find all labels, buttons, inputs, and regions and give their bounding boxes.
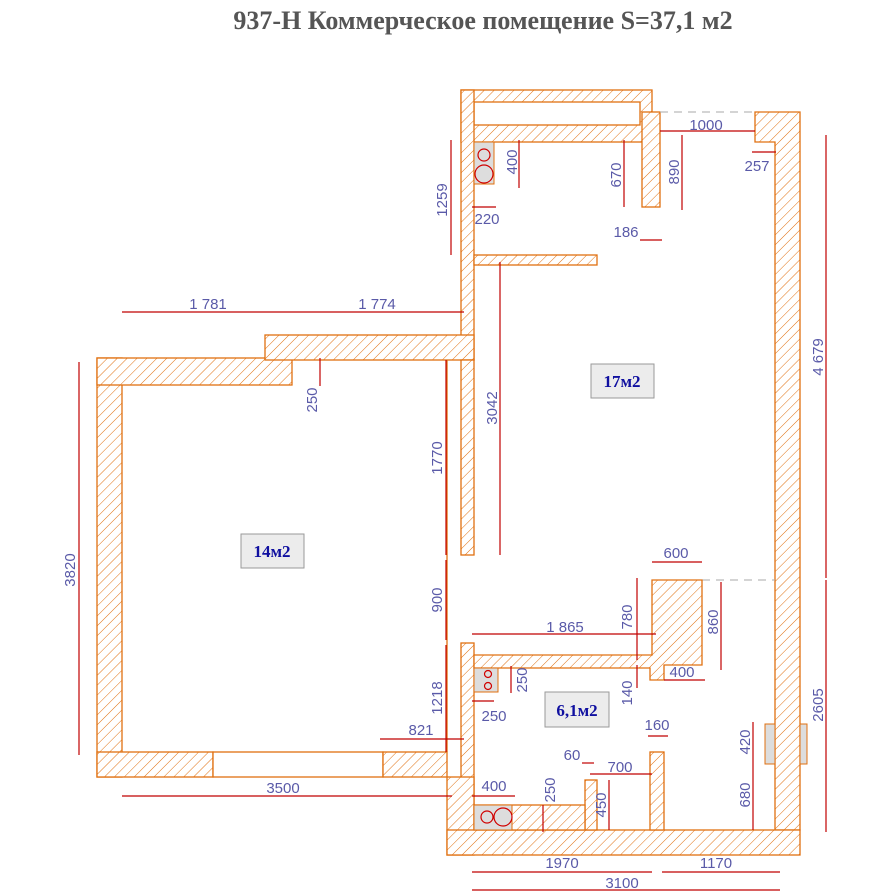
walls — [96, 89, 808, 856]
pipe-icon — [480, 810, 494, 824]
dimension-label: 1970 — [545, 855, 578, 872]
dimension-label: 250 — [304, 387, 321, 412]
wall — [460, 89, 475, 361]
dimension-label: 3820 — [62, 553, 79, 586]
partition — [460, 359, 475, 556]
pipe-icon — [477, 148, 491, 162]
dimension-label: 780 — [619, 604, 636, 629]
door-jamb — [764, 723, 776, 765]
partition — [473, 254, 598, 266]
room-area-17: 17м2 — [603, 372, 640, 391]
dimension-label: 680 — [737, 782, 754, 807]
dimension-label: 2605 — [810, 688, 827, 721]
dimension-label: 257 — [744, 158, 769, 175]
pillar — [641, 111, 661, 208]
dimension-label: 450 — [593, 792, 610, 817]
pipe-icon — [483, 669, 493, 679]
pipe-icon — [483, 681, 493, 691]
dimension-label: 900 — [429, 587, 446, 612]
dimension-label: 400 — [481, 778, 506, 795]
plan-title: 937-Н Коммерческое помещение S=37,1 м2 — [233, 6, 733, 35]
dimension-label: 140 — [619, 680, 636, 705]
fixtures — [473, 141, 513, 831]
dimension-label: 420 — [737, 729, 754, 754]
dimension-label: 186 — [613, 224, 638, 241]
dimension-labels: 1000 257 400 670 890 1259 220 186 1 781 … — [62, 117, 827, 892]
room-label-box — [544, 691, 610, 728]
dimension-label: 1 781 — [189, 296, 227, 313]
dimension-label: 3042 — [484, 391, 501, 424]
wall — [754, 111, 801, 831]
dimension-label: 1259 — [434, 183, 451, 216]
dimension-label: 1770 — [429, 441, 446, 474]
dimension-label: 3500 — [266, 780, 299, 797]
dimension-label: 250 — [481, 708, 506, 725]
dimension-label: 890 — [666, 159, 683, 184]
room-label-box — [240, 533, 305, 569]
dimension-label: 60 — [564, 747, 581, 764]
pipe-icon — [474, 164, 494, 184]
dimension-label: 600 — [663, 545, 688, 562]
wall — [96, 357, 293, 386]
room-label-box — [590, 363, 655, 399]
dimension-label: 4 679 — [810, 338, 827, 376]
opening — [212, 751, 384, 778]
dimension-label: 860 — [705, 609, 722, 634]
dimension-label: 1000 — [689, 117, 722, 134]
wall — [96, 751, 214, 778]
room-area-14: 14м2 — [253, 542, 290, 561]
dimension-label: 1 865 — [546, 619, 584, 636]
door-jamb — [799, 723, 808, 765]
pillar — [649, 751, 665, 831]
dimension-label: 821 — [408, 722, 433, 739]
dimension-label: 1170 — [700, 855, 732, 872]
dimension-label: 1 774 — [358, 296, 396, 313]
dimension-lines — [78, 130, 827, 891]
dimension-label: 400 — [504, 149, 521, 174]
pipe-icon — [493, 807, 513, 827]
wall — [446, 829, 801, 856]
wall — [473, 579, 703, 681]
wall — [96, 357, 123, 778]
wall — [382, 751, 448, 778]
wall — [264, 334, 475, 361]
dimension-label: 160 — [644, 717, 669, 734]
dimension-label: 250 — [542, 777, 559, 802]
dimension-label: 670 — [608, 162, 625, 187]
dimension-label: 400 — [669, 664, 694, 681]
dimension-label: 220 — [474, 211, 499, 228]
dimension-label: 1218 — [429, 681, 446, 714]
dimension-label: 3100 — [605, 875, 638, 892]
dimension-label: 250 — [514, 667, 531, 692]
shaft — [473, 101, 641, 126]
room-labels: 17м2 14м2 6,1м2 — [240, 363, 655, 728]
dimension-label: 700 — [607, 759, 632, 776]
room-area-6-1: 6,1м2 — [556, 701, 597, 720]
